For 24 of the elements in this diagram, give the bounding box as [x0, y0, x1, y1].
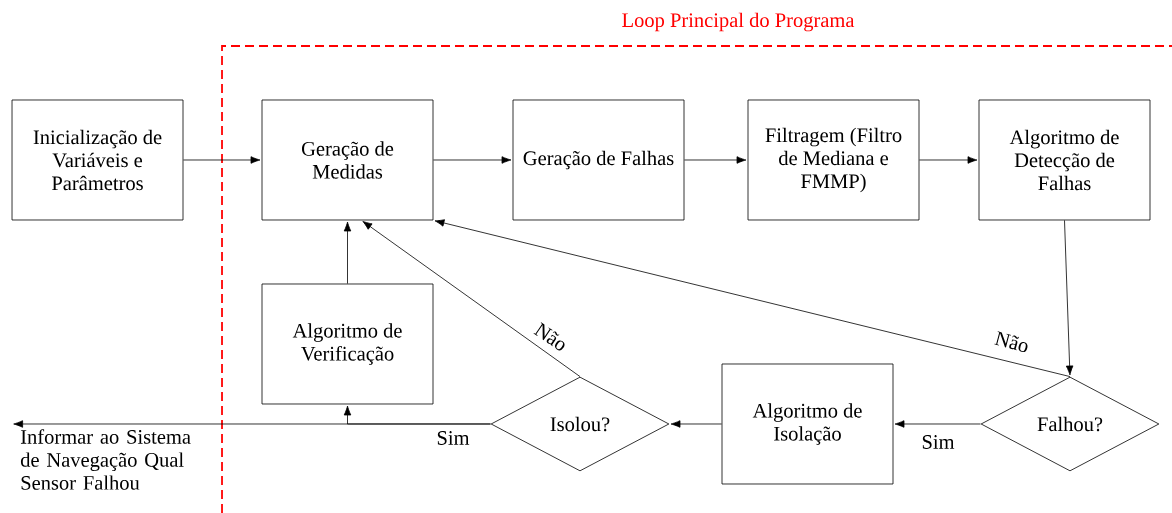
arrow — [919, 156, 978, 164]
arrow — [343, 221, 352, 284]
arrow — [894, 420, 981, 428]
edge-label: Não — [531, 320, 571, 354]
output-text: Informar ao Sistema de Navegação Qual Sensor Falhou — [20, 429, 191, 490]
edge-label: Não — [992, 329, 1032, 355]
process-box: Geração de Falhas — [512, 99, 685, 221]
arrow — [343, 405, 491, 425]
arrow — [1064, 220, 1074, 376]
arrow — [684, 156, 747, 164]
region-label: Loop Principal do Programa — [622, 12, 855, 32]
process-box: Geração de Medidas — [261, 99, 434, 221]
arrow — [670, 420, 722, 428]
process-box: Algoritmo de Isolação — [721, 363, 894, 485]
process-box: Inicialização de Variáveis e Parâmetros — [11, 99, 184, 221]
arrow — [433, 156, 512, 164]
arrow — [362, 221, 581, 377]
edge-label: Sim — [435, 430, 471, 446]
edge-label: Sim — [920, 434, 956, 450]
arrow — [434, 219, 1071, 377]
process-box: Filtragem (Filtro de Mediana e FMMP) — [747, 99, 920, 221]
process-box: Algoritmo de Detecção de Falhas — [978, 99, 1151, 221]
process-box: Algoritmo de Verificação — [261, 283, 434, 405]
arrow — [183, 156, 261, 164]
